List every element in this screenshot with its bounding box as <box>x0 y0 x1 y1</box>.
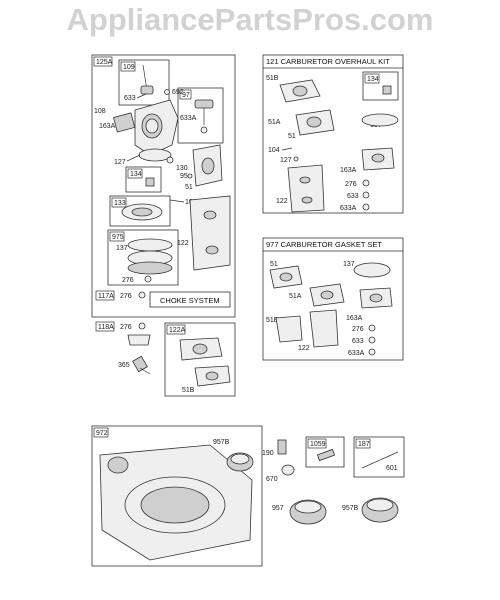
part-number-label: 187 <box>358 441 370 448</box>
part-number-label: 127 <box>114 159 126 166</box>
gasket-group-122a: 122A 51B <box>164 322 236 397</box>
part-118a: 118A 276 <box>95 321 151 346</box>
part-number-label: 117A <box>98 293 114 300</box>
part-670: 670 <box>266 464 295 483</box>
part-number-label: 633A <box>348 350 365 357</box>
part-number-label: 51 <box>288 133 296 140</box>
part-number-label: 633 <box>124 95 136 102</box>
part-number-label: 51B <box>182 387 195 394</box>
part-number-label: 134 <box>367 76 379 83</box>
part-365: 365 <box>118 355 151 375</box>
part-number-label: 51 <box>185 184 193 191</box>
part-number-label: 51B <box>266 317 279 324</box>
part-number-label: 276 <box>352 326 364 333</box>
overhaul-kit-121: 121 CARBURETOR OVERHAUL KIT 51B 134 51A … <box>262 54 404 214</box>
fuel-cap-957b: 957B <box>342 497 399 523</box>
overhaul-kit-title: 121 CARBURETOR OVERHAUL KIT <box>266 57 390 66</box>
part-number-label: 633A <box>180 115 197 122</box>
part-number-label: 51A <box>268 119 281 126</box>
watermark-text: AppliancePartsPros.com <box>67 2 434 37</box>
part-number-label: 975 <box>112 234 124 241</box>
part-number-label: 163A <box>346 315 363 322</box>
part-number-label: 51 <box>270 261 278 268</box>
part-1059: 1059 <box>305 436 345 468</box>
gasket-set-title: 977 CARBURETOR GASKET SET <box>266 240 382 249</box>
part-number-label: 633A <box>340 205 357 212</box>
part-number-label: 51B <box>266 75 279 82</box>
part-190: 190 <box>262 439 287 457</box>
part-number-label: 118A <box>98 324 114 331</box>
part-number-label: 95 <box>180 173 188 180</box>
carburetor-group-125a: 125A 109 633 97 633A 692 108 163A 127 13… <box>91 54 236 318</box>
part-number-label: 365 <box>118 362 130 369</box>
part-number-label: 276 <box>122 277 134 284</box>
fuel-cap-957: 957 <box>272 499 327 525</box>
part-number-label: 134 <box>130 171 142 178</box>
part-number-label: 137 <box>116 245 128 252</box>
part-number-label: 276 <box>345 181 357 188</box>
part-number-label: 633 <box>352 338 364 345</box>
part-number-label: 957B <box>342 505 359 512</box>
fuel-tank-group-972: 972 957B <box>91 425 263 567</box>
part-number-label: 276 <box>120 293 132 300</box>
part-number-label: 957 <box>272 505 284 512</box>
part-number-label: 190 <box>262 450 274 457</box>
part-number-label: 97 <box>182 92 190 99</box>
part-number-label: 127 <box>280 157 292 164</box>
part-number-label: 1059 <box>310 441 326 448</box>
part-187: 187 601 <box>353 436 405 478</box>
part-number-label: 633 <box>347 193 359 200</box>
part-number-label: 125A <box>96 59 113 66</box>
part-number-label: 133 <box>114 200 126 207</box>
part-number-label: 108 <box>94 108 106 115</box>
part-number-label: 122 <box>298 345 310 352</box>
part-number-label: 670 <box>266 476 278 483</box>
part-number-label: 957B <box>213 439 230 446</box>
choke-system-title: CHOKE SYSTEM <box>160 296 220 305</box>
part-number-label: 137 <box>343 261 355 268</box>
part-number-label: 601 <box>386 465 398 472</box>
part-number-label: 972 <box>96 430 108 437</box>
part-number-label: 163A <box>99 123 116 130</box>
part-number-label: 122 <box>276 198 288 205</box>
part-number-label: 122 <box>177 240 189 247</box>
part-number-label: 109 <box>123 64 135 71</box>
part-number-label: 163A <box>340 167 357 174</box>
part-number-label: 276 <box>120 324 132 331</box>
part-number-label: 122A <box>169 327 186 334</box>
part-number-label: 130 <box>176 165 188 172</box>
part-number-label: 104 <box>268 147 280 154</box>
part-number-label: 51A <box>289 293 302 300</box>
gasket-set-977: 977 CARBURETOR GASKET SET 51 137 51A 51B… <box>262 237 404 361</box>
part-number-label: 692 <box>172 89 184 96</box>
